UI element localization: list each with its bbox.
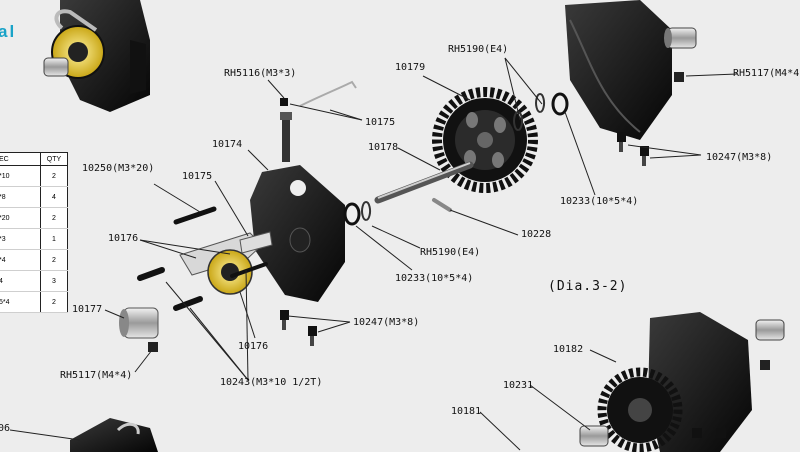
screws-left xyxy=(137,206,317,346)
table-cell-qty: 1 xyxy=(40,228,68,250)
table-cell-spec: 5*4 xyxy=(0,291,41,313)
leader-lines xyxy=(9,57,738,451)
gearbox-housing-10174 xyxy=(250,80,357,302)
label-10231: 10231 xyxy=(503,380,534,391)
table-cell-qty: 2 xyxy=(40,291,68,313)
section-title-fragment: al xyxy=(0,22,17,41)
table-cell-spec: *8 xyxy=(0,186,41,208)
table-header-qty: QTY xyxy=(40,152,68,166)
top-right-cover xyxy=(565,0,697,140)
label-10233-top: 10233(10*5*4) xyxy=(560,196,639,207)
shaft-10178 xyxy=(374,161,474,212)
label-06: 06 xyxy=(0,423,11,434)
table-cell-spec: *4 xyxy=(0,249,41,271)
table-header-row: EC QTY xyxy=(0,152,68,166)
label-10174: 10174 xyxy=(212,139,243,150)
bottom-left-fragment xyxy=(70,418,158,452)
outdrive-10177 xyxy=(119,307,159,352)
table-cell-spec: *10 xyxy=(0,165,41,187)
plates-10176 xyxy=(179,231,273,295)
table-cell-qty: 2 xyxy=(40,249,68,271)
label-10177: 10177 xyxy=(72,304,103,315)
label-10243: 10243(M3*10 1/2T) xyxy=(220,377,323,388)
label-10247-top: 10247(M3*8) xyxy=(706,152,773,163)
bottom-right-gearbox xyxy=(579,312,785,452)
parts-spec-table: EC QTY *102 *84 *202 *31 *42 43 5*42 xyxy=(0,152,68,313)
label-10178: 10178 xyxy=(368,142,399,153)
clips-bearings-mid xyxy=(343,201,372,226)
screws-right xyxy=(617,132,649,166)
spur-gear-10179 xyxy=(432,87,538,193)
label-10233-bottom: 10233(10*5*4) xyxy=(395,273,474,284)
label-10176-left: 10176 xyxy=(108,233,139,244)
table-cell-qty: 2 xyxy=(40,165,68,187)
label-10182: 10182 xyxy=(553,344,584,355)
table-row: *31 xyxy=(0,228,68,250)
label-10250: 10250(M3*20) xyxy=(82,163,155,174)
label-10179: 10179 xyxy=(395,62,426,73)
label-rh5116: RH5116(M3*3) xyxy=(224,68,297,79)
label-10247-bottom: 10247(M3*8) xyxy=(353,317,420,328)
label-rh5117-bottom: RH5117(M4*4) xyxy=(60,370,133,381)
label-10175-mid: 10175 xyxy=(182,171,213,182)
label-rh5190-top: RH5190(E4) xyxy=(448,44,509,55)
table-cell-spec: *3 xyxy=(0,228,41,250)
label-rh5190-bottom: RH5190(E4) xyxy=(420,247,481,258)
table-cell-qty: 3 xyxy=(40,270,68,292)
label-10175-top: 10175 xyxy=(365,117,396,128)
table-header-spec: EC xyxy=(0,152,41,166)
label-10176-bottom: 10176 xyxy=(238,341,269,352)
table-cell-spec: 4 xyxy=(0,270,41,292)
table-cell-spec: *20 xyxy=(0,207,41,229)
diagram-label: (Dia.3-2) xyxy=(548,279,628,294)
label-rh5117-top: RH5117(M4*4 xyxy=(733,68,800,79)
table-row: *84 xyxy=(0,186,68,208)
clips-bearings-top xyxy=(513,92,569,131)
table-cell-qty: 4 xyxy=(40,186,68,208)
table-row: *42 xyxy=(0,249,68,271)
top-left-gearbox xyxy=(43,0,150,112)
label-10181: 10181 xyxy=(451,406,482,417)
table-cell-qty: 2 xyxy=(40,207,68,229)
label-10228: 10228 xyxy=(521,229,552,240)
